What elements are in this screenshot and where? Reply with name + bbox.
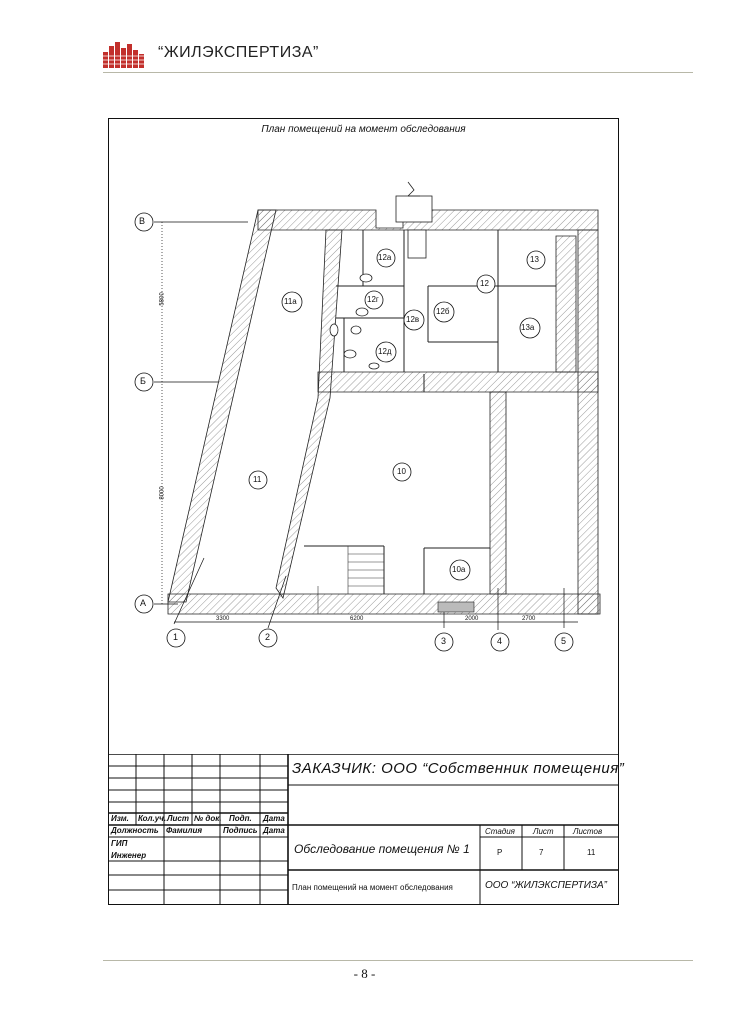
title-block-grid [108,754,619,905]
col-data: Дата [263,814,285,823]
axis-label-1: 1 [173,632,179,642]
room-bubbles [248,248,546,581]
page-number: - 8 - [353,966,376,981]
position-gip: ГИП [111,839,128,848]
company-name: “ЖИЛЭКСПЕРТИЗА” [158,44,319,61]
axis-label-3: 3 [441,636,447,646]
object-name: Обследование помещения № 1 [294,842,470,856]
entry-door [437,601,475,613]
room-11: 11 [253,475,262,484]
sheet-label: Лист [533,827,554,836]
axes-letters [154,221,248,605]
dim-2000: 2000 [465,616,479,622]
col-doc: № док. [194,814,222,823]
header-divider [103,72,693,73]
col-kol-uch: Кол.уч. [138,814,167,823]
axis-label-a: А [140,598,147,608]
position-engineer: Инженер [111,851,147,860]
dim-8000: 8000 [159,486,166,500]
room-10: 10 [397,467,406,476]
col-list: Лист [167,814,189,823]
title-block: ЗАКАЗЧИК: ООО “Собственник помещения” Из… [108,754,624,905]
sheet-value: 7 [539,848,544,857]
col-podp: Подп. [229,814,252,823]
drawing-name: План помещений на момент обследования [292,883,453,892]
axis-label-v: В [139,216,146,226]
axis-label-4: 4 [497,636,503,646]
room-13a: 13а [521,323,535,332]
vent-shaft [395,181,433,259]
room-10a: 10а [452,565,466,574]
axes-numbers-lines [173,557,578,630]
drawing-frame [108,118,619,905]
dim-2700: 2700 [522,616,536,622]
dim-6200: 6200 [350,616,364,622]
walls [167,209,601,615]
sheets-label: Листов [573,827,603,836]
stage-value: Р [497,848,503,857]
stage-label: Стадия [485,827,515,836]
room-12v: 12в [406,315,420,324]
floor-plan [134,181,601,652]
room-12g: 12г [367,295,379,304]
stairs [317,546,384,614]
dim-5800: 5800 [159,292,166,306]
axis-label-2: 2 [265,632,271,642]
company-logo-icon [103,42,145,68]
plan-title: План помещений на момент обследования [261,124,466,135]
fixtures [329,273,380,370]
row-surname: Фамилия [166,826,203,835]
row-signature: Подпись [223,826,258,835]
room-12d: 12д [378,347,392,356]
axis-label-5: 5 [561,636,567,646]
row-position: Должность [111,826,159,835]
partitions [304,230,556,594]
room-12: 12 [480,279,489,288]
col-izm: Изм. [111,814,129,823]
sheets-value: 11 [587,848,596,857]
axis-label-b: Б [140,376,146,386]
organization: ООО “ЖИЛЭКСПЕРТИЗА” [485,880,607,891]
room-11a: 11а [284,297,297,306]
room-12a: 12а [378,253,392,262]
page-header: “ЖИЛЭКСПЕРТИЗА” [0,0,729,75]
room-13: 13 [530,255,539,264]
row-date: Дата [263,826,285,835]
customer-line: ЗАКАЗЧИК: ООО “Собственник помещения” [292,760,625,777]
footer-divider [103,960,693,961]
room-12b: 12б [436,307,450,316]
dim-3300: 3300 [216,616,230,622]
